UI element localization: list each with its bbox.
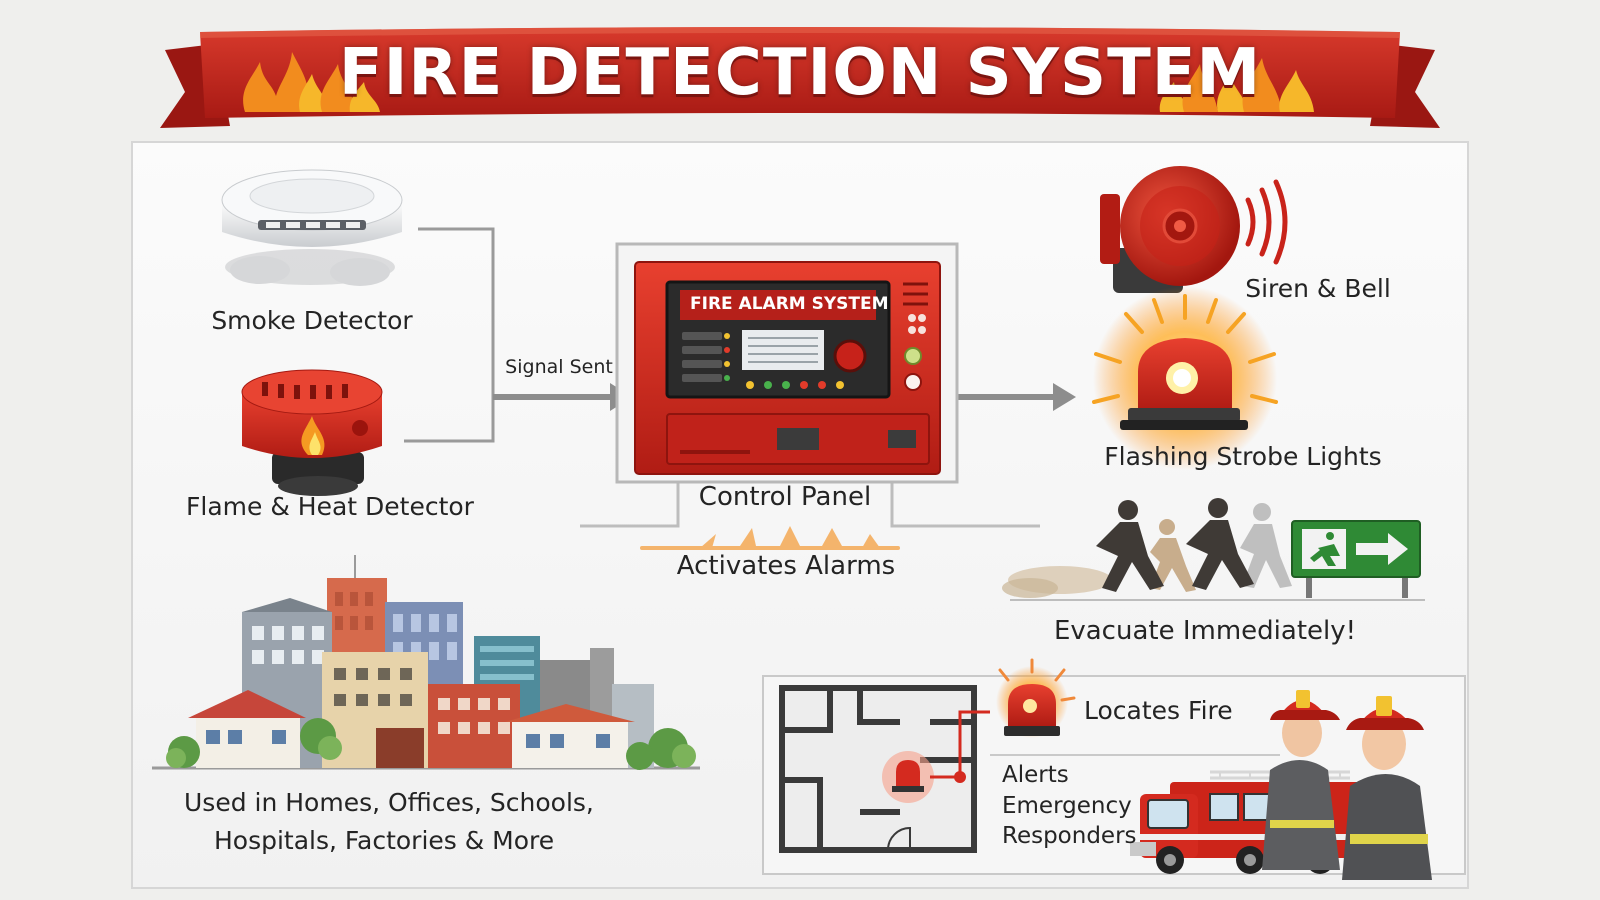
- panel-screen-title: FIRE ALARM SYSTEM: [690, 294, 889, 314]
- page-title: FIRE DETECTION SYSTEM: [338, 36, 1262, 110]
- firefighters-icon: [1262, 690, 1432, 880]
- connector-lines: [404, 227, 1055, 443]
- siren-bell-label: Siren & Bell: [1245, 274, 1391, 303]
- running-person-icon: [1240, 503, 1292, 588]
- control-panel-icon: [580, 242, 1040, 528]
- alerts-label-line3: Responders: [1002, 823, 1137, 849]
- smoke-detector-icon: [221, 169, 403, 286]
- evacuate-label: Evacuate Immediately!: [1053, 616, 1357, 646]
- locates-fire-label: Locates Fire: [1084, 696, 1233, 725]
- alerts-label-line2: Emergency: [1002, 793, 1132, 819]
- evacuation-icon: [1002, 498, 1425, 601]
- alarm-burst-icon: [640, 526, 900, 550]
- signal-sent-label: Signal Sent: [505, 356, 613, 378]
- title-banner: [160, 27, 1440, 128]
- alerts-label-line1: Alerts: [1002, 762, 1069, 788]
- smoke-detector-label: Smoke Detector: [211, 306, 413, 335]
- control-panel-label: Control Panel: [698, 482, 872, 512]
- left-flames-icon: [243, 52, 380, 112]
- running-person-icon: [1096, 500, 1164, 592]
- uses-label-line1: Used in Homes, Offices, Schools,: [184, 788, 594, 817]
- small-strobe-icon: [996, 658, 1076, 738]
- flame-heat-detector-label: Flame & Heat Detector: [186, 492, 474, 521]
- strobe-lights-label: Flashing Strobe Lights: [1104, 442, 1382, 471]
- bell-icon: [1100, 166, 1288, 293]
- uses-label-line2: Hospitals, Factories & More: [214, 826, 555, 855]
- output-arrow-icon: [1053, 383, 1076, 411]
- city-buildings-icon: [152, 555, 700, 770]
- exit-sign-icon: [1291, 520, 1421, 578]
- running-person-icon: [1186, 498, 1254, 590]
- right-flames-icon: [1159, 58, 1314, 112]
- flame-heat-detector-icon: [241, 369, 383, 496]
- activates-alarms-label: Activates Alarms: [676, 551, 896, 581]
- floor-plan-icon: [779, 685, 990, 853]
- running-person-icon: [1150, 519, 1196, 592]
- strobe-light-icon: [1092, 286, 1278, 470]
